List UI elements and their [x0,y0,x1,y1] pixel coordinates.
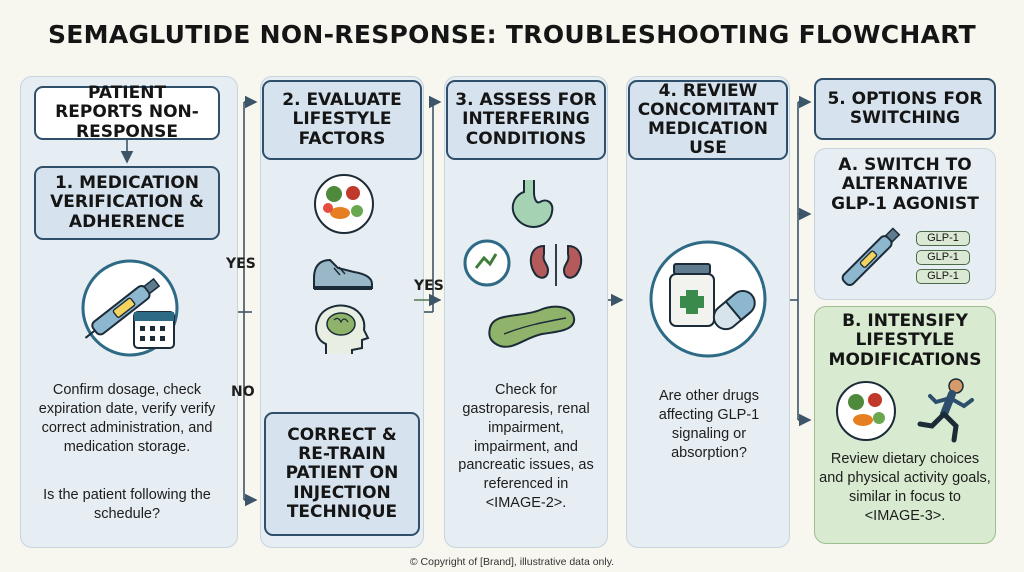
medication-bottle-pills-icon [649,240,767,358]
glp1-tag-3: GLP-1 [916,269,970,284]
option-b-description: Review dietary choices and physical acti… [819,451,991,524]
step-5-box: 5. OPTIONS FOR SWITCHING [814,78,996,140]
yes-label-2: YES [414,278,444,294]
head-brain-icon [315,304,370,354]
option-b-heading: B. INTENSIFY LIFESTYLE MODIFICATIONS [828,311,982,370]
step-1-box: 1. MEDICATION VERIFICATION & ADHERENCE [34,166,220,240]
step-3-box: 3. ASSESS FOR INTERFERING CONDITIONS [446,80,606,160]
stomach-icon [511,180,554,228]
no-label: NO [231,384,255,400]
step-2-box: 2. EVALUATE LIFESTYLE FACTORS [262,80,422,160]
page-title: SEMAGLUTIDE NON-RESPONSE: TROUBLESHOOTIN… [47,20,977,49]
healthy-food-icon [314,174,374,234]
step-4-description: Are other drugs affecting GLP-1 signalin… [658,388,760,461]
injection-pen-icon [841,227,901,287]
step-1-description: Confirm dosage, check expiration date, v… [38,382,216,455]
liver-disease-icon [463,239,511,287]
copyright-notice: © Copyright of [Brand], illustrative dat… [409,556,615,568]
runner-icon [917,378,974,443]
step-1-question: Is the patient following the schedule? [43,487,211,522]
retrain-box: CORRECT & RE-TRAIN PATIENT ON INJECTION … [264,412,420,536]
option-a-heading: A. SWITCH TO ALTERNATIVE GLP-1 AGONIST [831,155,979,214]
glp1-tag-2: GLP-1 [916,250,970,265]
glp1-tag-1: GLP-1 [916,231,970,246]
pen-calendar-icon [81,259,179,357]
start-box: PATIENT REPORTS NON-RESPONSE [34,84,220,141]
healthy-plate-icon [836,381,896,441]
step-3-description: Check for gastroparesis, renal impairmen… [458,382,594,512]
step-4-box: 4. REVIEW CONCOMITANT MEDICATION USE [628,80,788,160]
pancreas-icon [488,305,576,348]
yes-label: YES [226,256,256,272]
running-shoe-icon [313,258,373,290]
kidneys-icon [529,244,583,286]
